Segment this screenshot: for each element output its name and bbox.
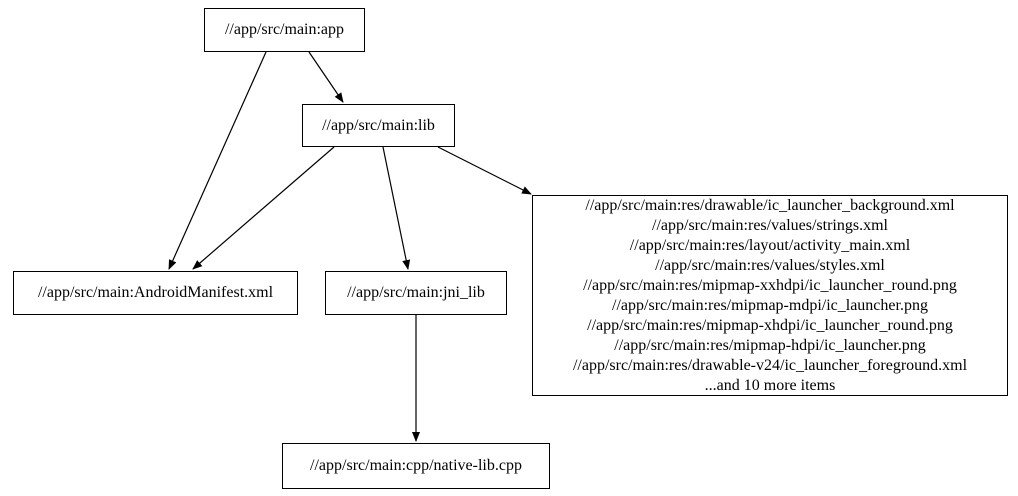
resource-item: //app/src/main:res/drawable/ic_launcher_… <box>585 196 955 214</box>
edge-app-to-manifest <box>168 51 267 270</box>
resource-item: //app/src/main:res/values/styles.xml <box>655 256 885 274</box>
graph-node-jni-lib: //app/src/main:jni_lib <box>325 271 507 315</box>
resource-item: //app/src/main:res/mipmap-xhdpi/ic_launc… <box>587 316 953 334</box>
resource-more-items: ...and 10 more items <box>704 376 836 394</box>
graph-node-native-lib-cpp-label: //app/src/main:cpp/native-lib.cpp <box>310 457 522 474</box>
resource-item: //app/src/main:res/values/strings.xml <box>652 216 888 234</box>
graph-node-lib: //app/src/main:lib <box>302 104 455 147</box>
graph-node-resources-group: //app/src/main:res/drawable/ic_launcher_… <box>532 195 1008 396</box>
graph-node-app: //app/src/main:app <box>204 8 365 52</box>
resource-item: //app/src/main:res/drawable-v24/ic_launc… <box>572 356 968 374</box>
edge-app-to-lib <box>308 51 344 103</box>
resource-item: //app/src/main:res/mipmap-hdpi/ic_launch… <box>614 336 926 354</box>
edge-lib-to-manifest <box>192 146 335 270</box>
edge-lib-to-jni-lib <box>382 146 411 270</box>
resource-item: //app/src/main:res/layout/activity_main.… <box>629 236 911 254</box>
graph-node-android-manifest-label: //app/src/main:AndroidManifest.xml <box>37 284 274 301</box>
resource-item: //app/src/main:res/mipmap-xxhdpi/ic_laun… <box>583 276 957 294</box>
edge-lib-to-resources <box>437 146 532 195</box>
graph-node-native-lib-cpp: //app/src/main:cpp/native-lib.cpp <box>282 443 550 489</box>
graph-node-app-label: //app/src/main:app <box>224 21 345 38</box>
graph-node-android-manifest: //app/src/main:AndroidManifest.xml <box>13 271 298 315</box>
resource-item: //app/src/main:res/mipmap-mdpi/ic_launch… <box>612 296 928 314</box>
graph-node-jni-lib-label: //app/src/main:jni_lib <box>347 284 485 301</box>
graph-node-lib-label: //app/src/main:lib <box>322 116 435 134</box>
